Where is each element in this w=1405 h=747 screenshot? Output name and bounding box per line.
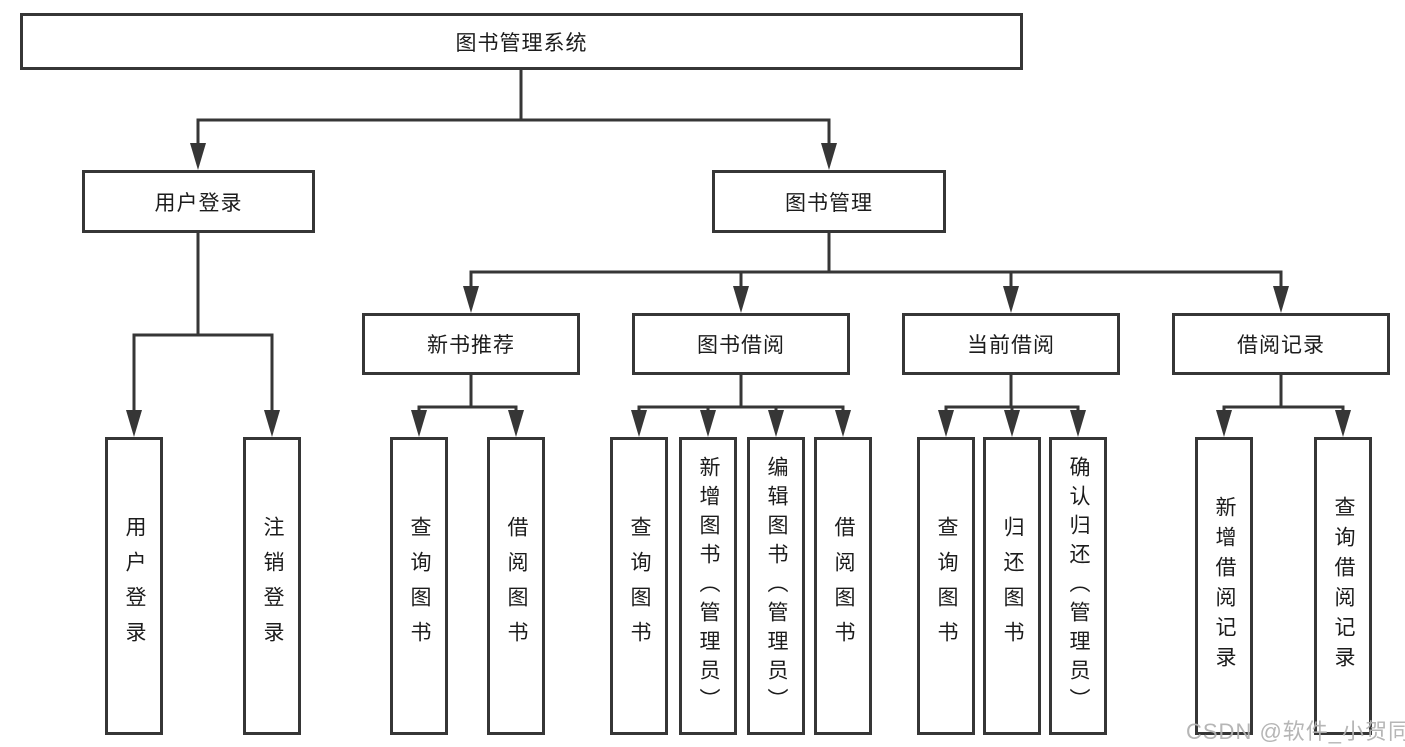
leaf-add-borrow-record-label: 新增借阅记录 — [1213, 496, 1236, 676]
node-new-book-recommend: 新书推荐 — [362, 313, 580, 375]
leaf-logout: 注销登录 — [243, 437, 301, 735]
node-current-borrow: 当前借阅 — [902, 313, 1120, 375]
leaf-confirm-return-admin: 确认归还（管理员） — [1049, 437, 1107, 735]
leaf-add-books-admin-label: 新增图书（管理员） — [697, 455, 720, 717]
leaf-add-borrow-record: 新增借阅记录 — [1195, 437, 1253, 735]
leaf-query-borrow-record-label: 查询借阅记录 — [1332, 496, 1355, 676]
connector-root-to-level2 — [196, 69, 831, 146]
arrow-head — [700, 410, 716, 437]
node-new-book-recommend-label: 新书推荐 — [427, 334, 515, 357]
leaf-edit-books-admin-label: 编辑图书（管理员） — [765, 455, 788, 717]
node-book-borrow-label: 图书借阅 — [697, 334, 785, 357]
arrow-head — [508, 410, 524, 437]
leaf-query-books-borrow-label: 查询图书 — [628, 516, 651, 656]
connector-current-borrow-children — [944, 374, 1080, 413]
arrow-head — [126, 410, 142, 437]
leaf-borrow-books-label: 借阅图书 — [832, 516, 855, 656]
leaf-confirm-return-admin-label: 确认归还（管理员） — [1067, 455, 1090, 717]
arrow-head — [264, 410, 280, 437]
connector-borrow-records-children — [1222, 374, 1345, 413]
arrow-head — [1216, 410, 1232, 437]
arrow-head — [821, 143, 837, 170]
leaf-edit-books-admin: 编辑图书（管理员） — [747, 437, 805, 735]
node-borrow-records: 借阅记录 — [1172, 313, 1390, 375]
leaf-query-books-borrow: 查询图书 — [610, 437, 668, 735]
leaf-user-login: 用户登录 — [105, 437, 163, 735]
connector-book-management-children — [469, 232, 1283, 289]
connector-user-login-children — [132, 232, 274, 413]
leaf-borrow-books-recommend-label: 借阅图书 — [505, 516, 528, 656]
node-book-management-label: 图书管理 — [785, 191, 873, 215]
arrow-heads — [126, 143, 1351, 437]
leaf-borrow-books-recommend: 借阅图书 — [487, 437, 545, 735]
arrow-head — [938, 410, 954, 437]
node-borrow-records-label: 借阅记录 — [1237, 334, 1325, 357]
leaf-return-books: 归还图书 — [983, 437, 1041, 735]
arrow-head — [835, 410, 851, 437]
node-root-label: 图书管理系统 — [455, 31, 588, 55]
arrow-head — [733, 286, 749, 313]
leaf-return-books-label: 归还图书 — [1001, 516, 1024, 656]
arrow-head — [1003, 286, 1019, 313]
arrow-head — [190, 143, 206, 170]
node-current-borrow-label: 当前借阅 — [967, 334, 1055, 357]
arrow-head — [1004, 410, 1020, 437]
node-user-login-label: 用户登录 — [154, 191, 243, 215]
arrow-head — [1273, 286, 1289, 313]
connector-book-borrow-children — [637, 374, 845, 413]
arrow-head — [631, 410, 647, 437]
node-book-borrow: 图书借阅 — [632, 313, 850, 375]
leaf-logout-label: 注销登录 — [261, 516, 284, 656]
arrow-head — [411, 410, 427, 437]
leaf-query-books-recommend: 查询图书 — [390, 437, 448, 735]
node-root-system: 图书管理系统 — [20, 13, 1023, 70]
arrow-head — [463, 286, 479, 313]
arrow-head — [1070, 410, 1086, 437]
leaf-borrow-books: 借阅图书 — [814, 437, 872, 735]
leaf-query-books-recommend-label: 查询图书 — [408, 516, 431, 656]
node-user-login: 用户登录 — [82, 170, 315, 233]
node-book-management: 图书管理 — [712, 170, 946, 233]
leaf-query-books-current-label: 查询图书 — [935, 516, 958, 656]
connector-new-book-children — [417, 374, 518, 413]
arrow-head — [768, 410, 784, 437]
leaf-query-borrow-record: 查询借阅记录 — [1314, 437, 1372, 735]
leaf-add-books-admin: 新增图书（管理员） — [679, 437, 737, 735]
arrow-head — [1335, 410, 1351, 437]
leaf-query-books-current: 查询图书 — [917, 437, 975, 735]
leaf-user-login-label: 用户登录 — [123, 516, 146, 656]
csdn-watermark: CSDN @软件_小贺同学 — [1186, 719, 1405, 744]
